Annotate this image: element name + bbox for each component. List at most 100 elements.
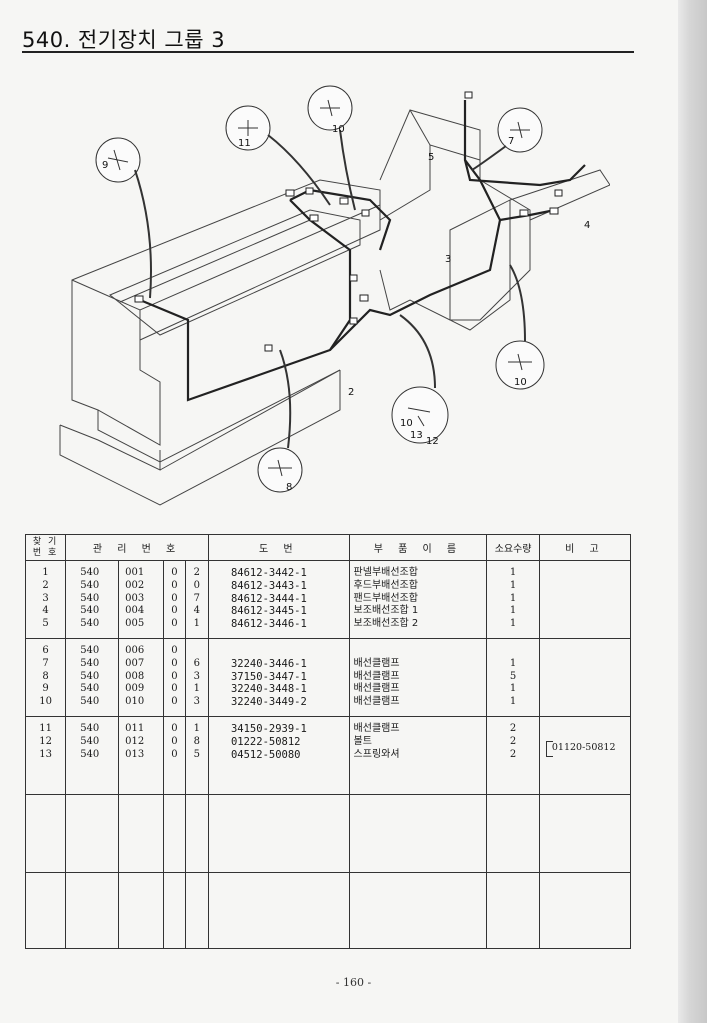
table-row-pn: 01222-50812 [230,735,301,748]
table-row-name: 보조배선조합 2 [353,618,419,630]
cell-pn [207,872,350,949]
cell-m2 [118,872,165,949]
table-row-m3: 0 [171,670,178,682]
table-row-m4: 1 [193,618,200,630]
table-row-no: 8 [42,670,49,682]
table-row-m2: 001 [125,567,145,578]
cell-pn [207,794,350,873]
table-row-name: 보조배선조합 1 [353,605,419,617]
table-row-m2: 010 [125,696,145,708]
table-row-qty: 2 [509,735,517,747]
table-row-m4: 5 [193,748,200,760]
callout-13: 13 [410,430,423,441]
callout-10-right: 10 [514,377,527,388]
callout-8: 8 [286,482,292,493]
table-row-name: 팬드부배선조합 [353,592,418,604]
cell-m2 [118,794,165,873]
table-row-m3: 0 [171,735,178,747]
table-row-m3: 0 [171,645,178,656]
table-row-pn [231,645,349,658]
table-row-pn: 84612-3444-1 [230,592,307,605]
table-row-qty: 1 [509,618,517,630]
table-row-pn: 32240-3446-1 [230,657,307,670]
table-row-m1: 540 [80,748,100,760]
page-number: - 160 - [335,976,372,989]
console-body [71,179,381,446]
callout-12: 12 [426,436,439,447]
table-row-m1: 540 [80,592,100,604]
table-row-name: 볼트 [353,735,372,747]
table-row-m2: 009 [125,683,145,695]
table-row-pn: 34150-2939-1 [230,723,307,735]
table-row-no: 11 [39,723,52,734]
table-row-no: 1 [42,567,49,578]
title-rule [22,51,634,53]
table-row-m3: 0 [171,605,178,617]
table-row-m1: 540 [80,657,100,669]
table-row-pn: 84612-3442-1 [230,567,307,579]
table-row-group [24,872,632,949]
cell-remarks: 01120-50812 [538,716,632,795]
table-row-qty: 1 [509,567,517,578]
cell-remarks [538,560,632,639]
callout-4: 4 [584,220,590,231]
cell-no [24,794,67,873]
table-row-m1: 540 [80,618,100,630]
table-row-m4: 1 [193,723,200,734]
table-row-name: 배선클램프 [353,657,400,669]
table-row-qty: 1 [509,592,517,604]
cell-remarks [538,638,632,717]
table-row-name: 배선클램프 [353,696,400,708]
table-row-m2: 011 [125,723,145,734]
page-edge-shadow [678,0,707,1023]
table-row-m1: 540 [80,735,100,747]
table-row-name [354,645,487,658]
table-row-no: 10 [39,696,52,708]
table-row-qty [487,645,539,658]
table-row-qty: 2 [509,748,517,760]
harness-rear [329,100,502,351]
table-row-m3: 0 [171,657,178,669]
table-row-name: 배선클램프 [353,670,400,682]
cell-m1 [65,872,120,949]
table-row-m3: 0 [171,618,178,630]
table-row-no: 3 [42,592,49,604]
table-row-m1: 540 [80,645,100,656]
table-row-m1: 540 [80,696,100,708]
table-row-m3: 0 [171,592,178,604]
table-row-m4: 7 [193,592,200,604]
cell-remarks [538,872,632,949]
table-row-no: 7 [42,657,49,669]
table-row-no: 4 [42,605,49,617]
table-row-m2: 003 [125,592,145,604]
table-row-m2: 006 [125,645,145,656]
table-row-pn: 84612-3443-1 [230,579,307,592]
table-row-pn: 84612-3445-1 [230,605,307,618]
table-row-m1: 540 [80,683,100,695]
table-row-m2: 004 [125,605,145,617]
callout-3: 3 [445,254,451,265]
table-row-m3: 0 [171,567,178,578]
cell-qty [486,872,540,949]
table-row-no: 9 [42,683,49,695]
table-row-m4: 0 [193,579,200,591]
cell-m3 [163,872,186,949]
table-row-qty: 1 [509,657,517,669]
table-row-m2: 013 [125,748,145,760]
table-row-pn: 04512-50080 [230,748,301,761]
header-mgmt-no: 관 리 번 호 [65,534,209,561]
